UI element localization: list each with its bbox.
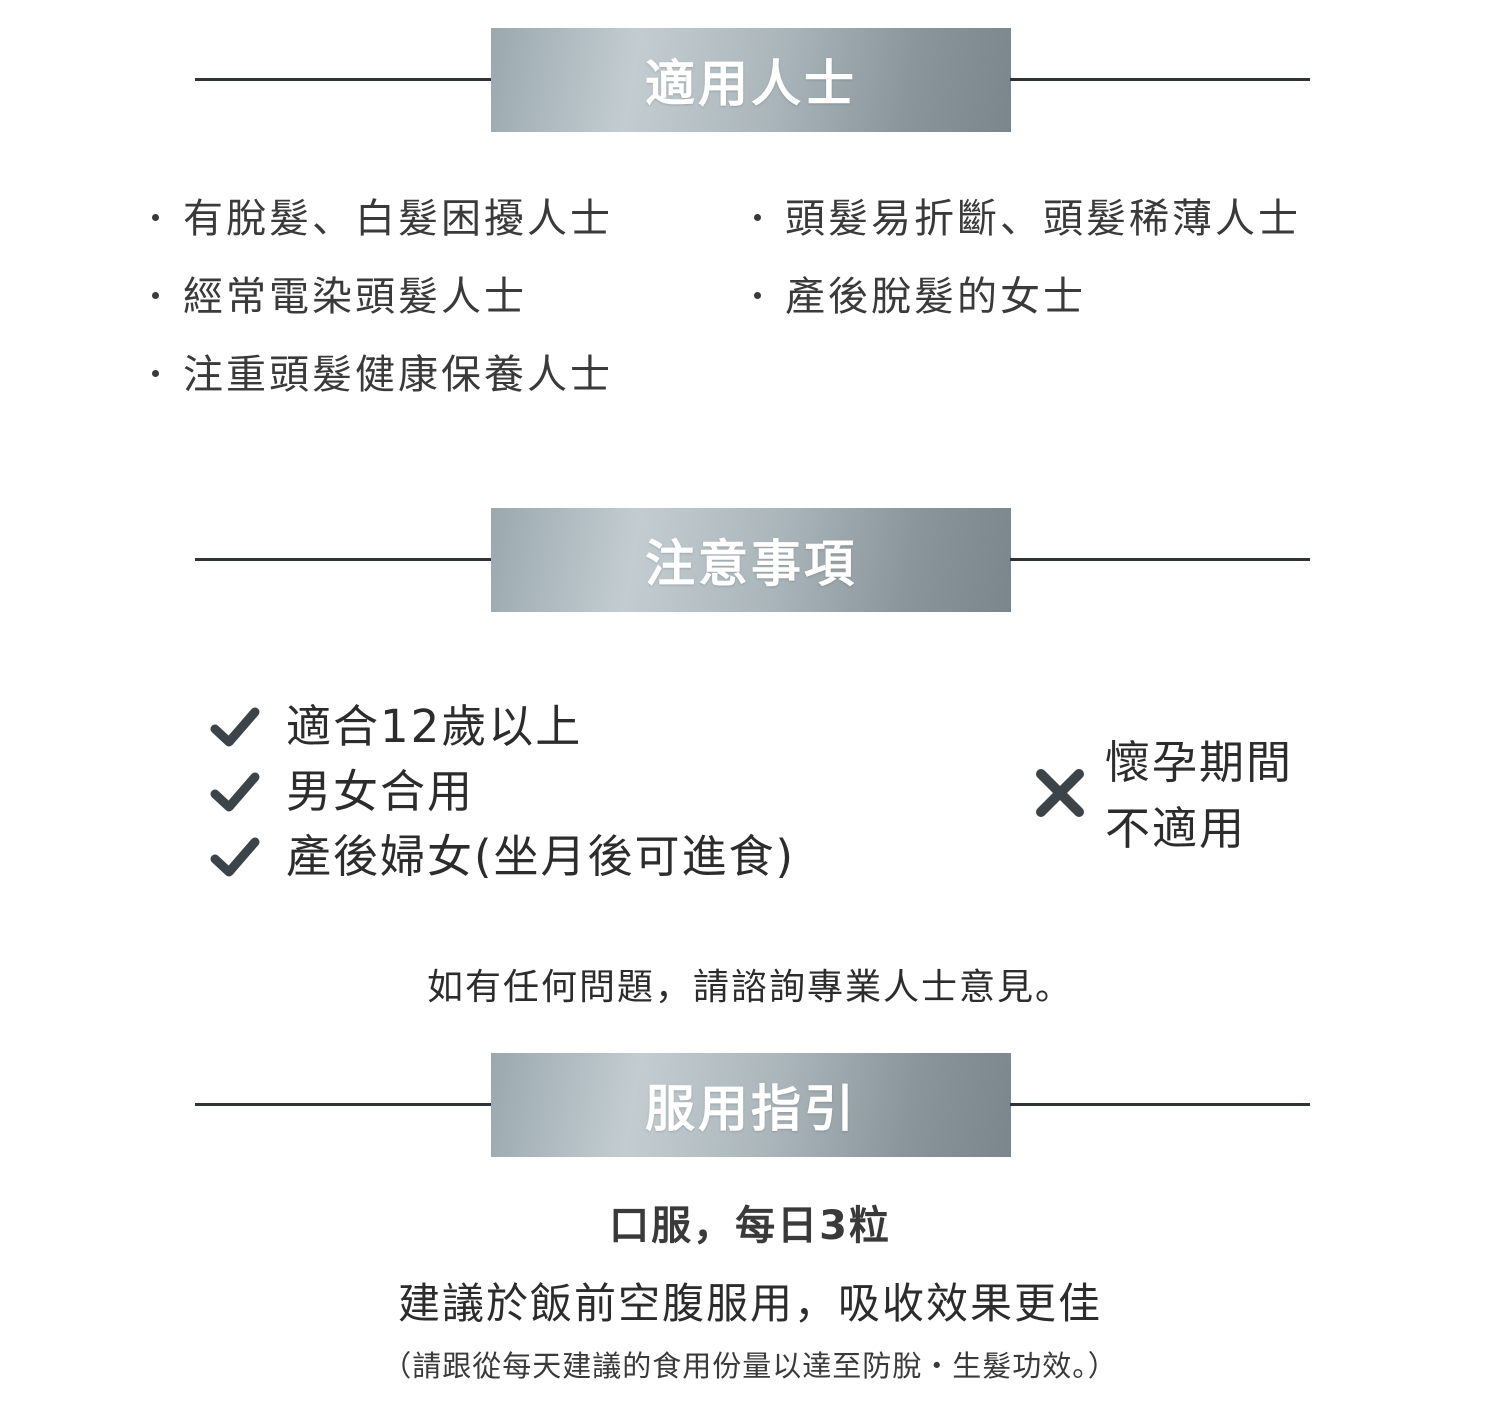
list-item-text: 產後脫髮的女士 xyxy=(785,274,1086,320)
section-header-suitable: 適用人士 xyxy=(0,28,1500,132)
list-item: 經常電染頭髮人士 xyxy=(148,258,613,336)
bullet-dot-icon xyxy=(152,369,159,377)
divider-line xyxy=(195,558,492,561)
check-item: 產後婦女(坐月後可進食) xyxy=(210,824,795,889)
list-item-text: 經常電染頭髮人士 xyxy=(183,274,527,320)
not-suitable-line: 不適用 xyxy=(1105,802,1247,855)
section-header-precautions: 注意事項 xyxy=(0,508,1500,612)
list-item: 注重頭髮健康保養人士 xyxy=(148,336,613,414)
section-banner: 服用指引 xyxy=(491,1053,1011,1157)
bullet-dot-icon xyxy=(754,291,761,299)
not-suitable-line: 懷孕期間 xyxy=(1105,736,1294,789)
note-text: （請跟從每天建議的食用份量以達至防脫・生髮功效。） xyxy=(382,1349,1118,1383)
check-icon xyxy=(210,707,260,746)
check-item: 適合12歲以上 xyxy=(210,694,795,759)
divider-line xyxy=(195,1103,492,1106)
suggestion-text: 建議於飯前空腹服用，吸收效果更佳 xyxy=(397,1279,1102,1328)
list-item: 有脫髮、白髮困擾人士 xyxy=(148,180,613,258)
check-list: 適合12歲以上 男女合用 產後婦女(坐月後可進食) xyxy=(210,694,795,889)
check-item-text: 適合12歲以上 xyxy=(286,700,583,753)
check-icon xyxy=(210,772,260,811)
bullet-dot-icon xyxy=(152,213,159,221)
check-item: 男女合用 xyxy=(210,759,795,824)
section-title: 注意事項 xyxy=(645,535,857,593)
suitable-list-left: 有脫髮、白髮困擾人士 經常電染頭髮人士 注重頭髮健康保養人士 xyxy=(148,180,613,414)
bullet-dot-icon xyxy=(152,291,159,299)
section-title: 適用人士 xyxy=(645,55,857,113)
check-icon xyxy=(210,837,260,876)
not-suitable-text: 懷孕期間 不適用 xyxy=(1105,730,1293,862)
advice-text: 如有任何問題，請諮詢專業人士意見。 xyxy=(426,967,1073,1008)
section-header-guide: 服用指引 xyxy=(0,1053,1500,1157)
divider-line xyxy=(1010,78,1310,81)
suitable-list-right: 頭髮易折斷、頭髮稀薄人士 產後脫髮的女士 xyxy=(750,180,1301,336)
check-item-text: 產後婦女(坐月後可進食) xyxy=(286,830,796,883)
section-title: 服用指引 xyxy=(645,1080,857,1138)
list-item-text: 頭髮易折斷、頭髮稀薄人士 xyxy=(785,196,1301,242)
list-item-text: 有脫髮、白髮困擾人士 xyxy=(183,196,613,242)
not-suitable-block: 懷孕期間 不適用 xyxy=(1033,730,1333,860)
divider-line xyxy=(195,78,492,81)
list-item: 頭髮易折斷、頭髮稀薄人士 xyxy=(750,180,1301,258)
section-banner: 適用人士 xyxy=(491,28,1011,132)
list-item-text: 注重頭髮健康保養人士 xyxy=(183,352,613,398)
cross-icon xyxy=(1036,769,1084,817)
divider-line xyxy=(1010,1103,1310,1106)
check-item-text: 男女合用 xyxy=(286,765,475,818)
section-banner: 注意事項 xyxy=(491,508,1011,612)
list-item: 產後脫髮的女士 xyxy=(750,258,1301,336)
bullet-dot-icon xyxy=(754,213,761,221)
dosage-text: 口服，每日3粒 xyxy=(609,1203,891,1249)
divider-line xyxy=(1010,558,1310,561)
